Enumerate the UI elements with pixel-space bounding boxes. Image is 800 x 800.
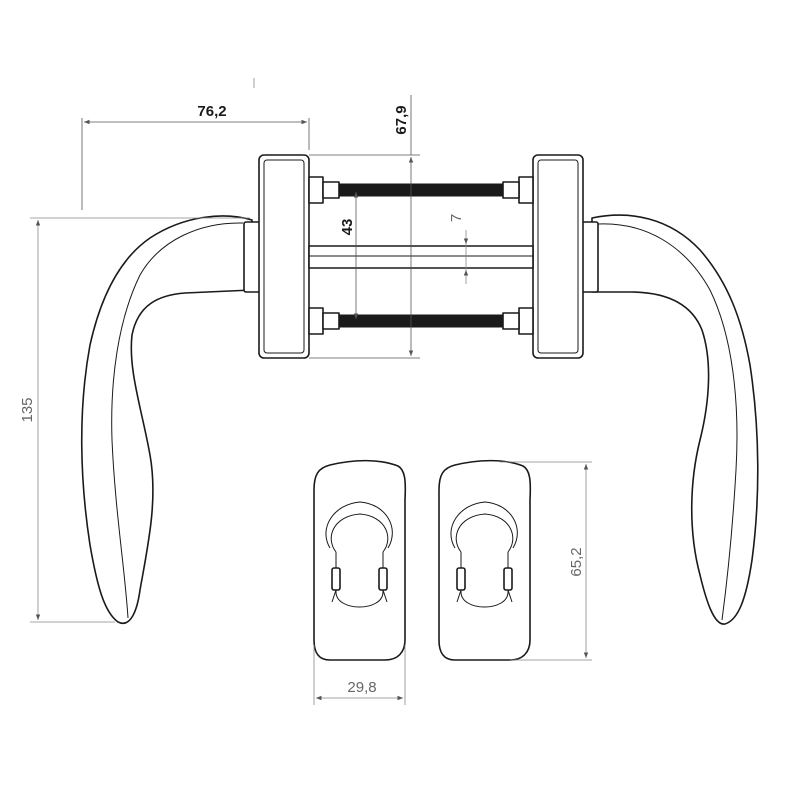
fixing-rods	[338, 183, 504, 328]
left-lever-handle	[80, 215, 261, 625]
dimension-67-9-label: 67,9	[393, 105, 410, 134]
square-spindle	[308, 245, 534, 269]
left-rose	[258, 154, 340, 359]
dimension-65-2-label: 65,2	[568, 547, 585, 576]
right-escutcheon	[438, 459, 532, 661]
dimension-135-label: 135	[19, 397, 36, 422]
dimension-76-2-label: 76,2	[197, 103, 226, 120]
dimension-135: 135	[19, 217, 250, 623]
dimension-29-8: 29,8	[313, 645, 406, 705]
dimension-67-9: 67,9	[309, 95, 420, 359]
dimension-76-2: 76,2	[81, 103, 310, 210]
dimension-43-label: 43	[339, 219, 356, 236]
dimension-43: 43	[339, 192, 359, 319]
dimension-65-2: 65,2	[500, 461, 592, 661]
right-lever-handle	[581, 214, 759, 625]
dimension-29-8-label: 29,8	[347, 679, 376, 696]
left-escutcheon	[313, 459, 407, 661]
dimension-7: 7	[448, 214, 469, 284]
dimension-7-label: 7	[448, 214, 465, 222]
